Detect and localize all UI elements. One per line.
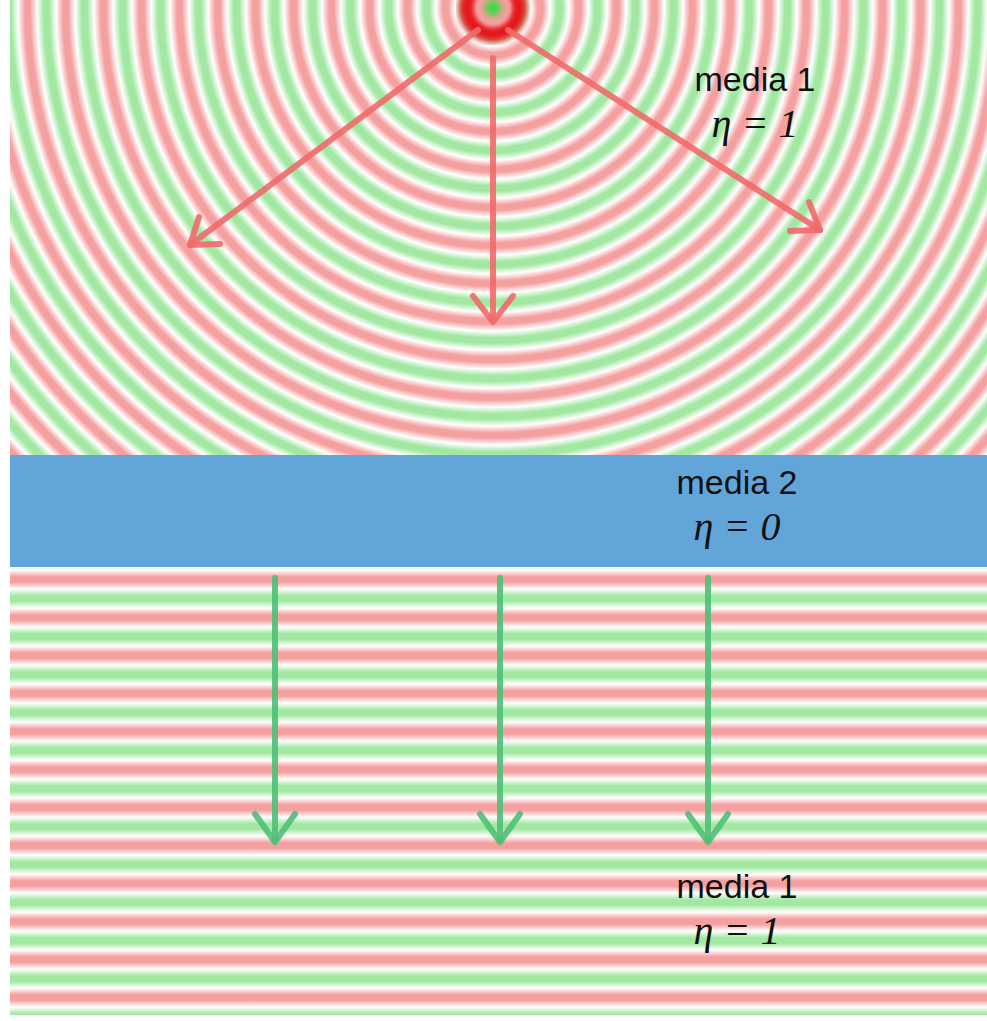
arrow-head	[688, 814, 728, 842]
medium-band: media 2η = 0	[10, 455, 987, 567]
label-group: media 2η = 0	[677, 461, 798, 551]
arrow-shaft	[497, 578, 503, 840]
arrow-head	[255, 814, 295, 842]
label-group: media 1η = 1	[677, 865, 798, 955]
medium-name: media 1	[677, 865, 798, 907]
circular-wavefronts	[10, 0, 987, 456]
arrow-shaft	[508, 30, 820, 230]
arrow-shaft	[705, 578, 711, 840]
medium-name: media 2	[677, 461, 798, 503]
medium-region: media 1η = 1	[10, 0, 987, 455]
parallel-arrows	[255, 578, 728, 842]
medium-name: media 1	[695, 58, 816, 100]
refractive-index: η = 1	[695, 100, 816, 148]
medium-region: media 1η = 1	[10, 567, 987, 1015]
radial-arrows	[190, 30, 820, 322]
arrow-shaft	[272, 578, 278, 840]
source-core	[485, 0, 501, 16]
arrow-head	[190, 217, 220, 245]
refractive-index: η = 0	[677, 503, 798, 551]
arrow-shaft	[490, 58, 496, 320]
arrow-head	[473, 296, 513, 322]
refractive-index: η = 1	[677, 907, 798, 955]
arrow-head	[790, 202, 820, 231]
arrow-shaft	[190, 30, 478, 245]
label-group: media 1η = 1	[695, 58, 816, 148]
arrow-head	[480, 814, 520, 842]
plane-wavefronts	[10, 568, 987, 1015]
